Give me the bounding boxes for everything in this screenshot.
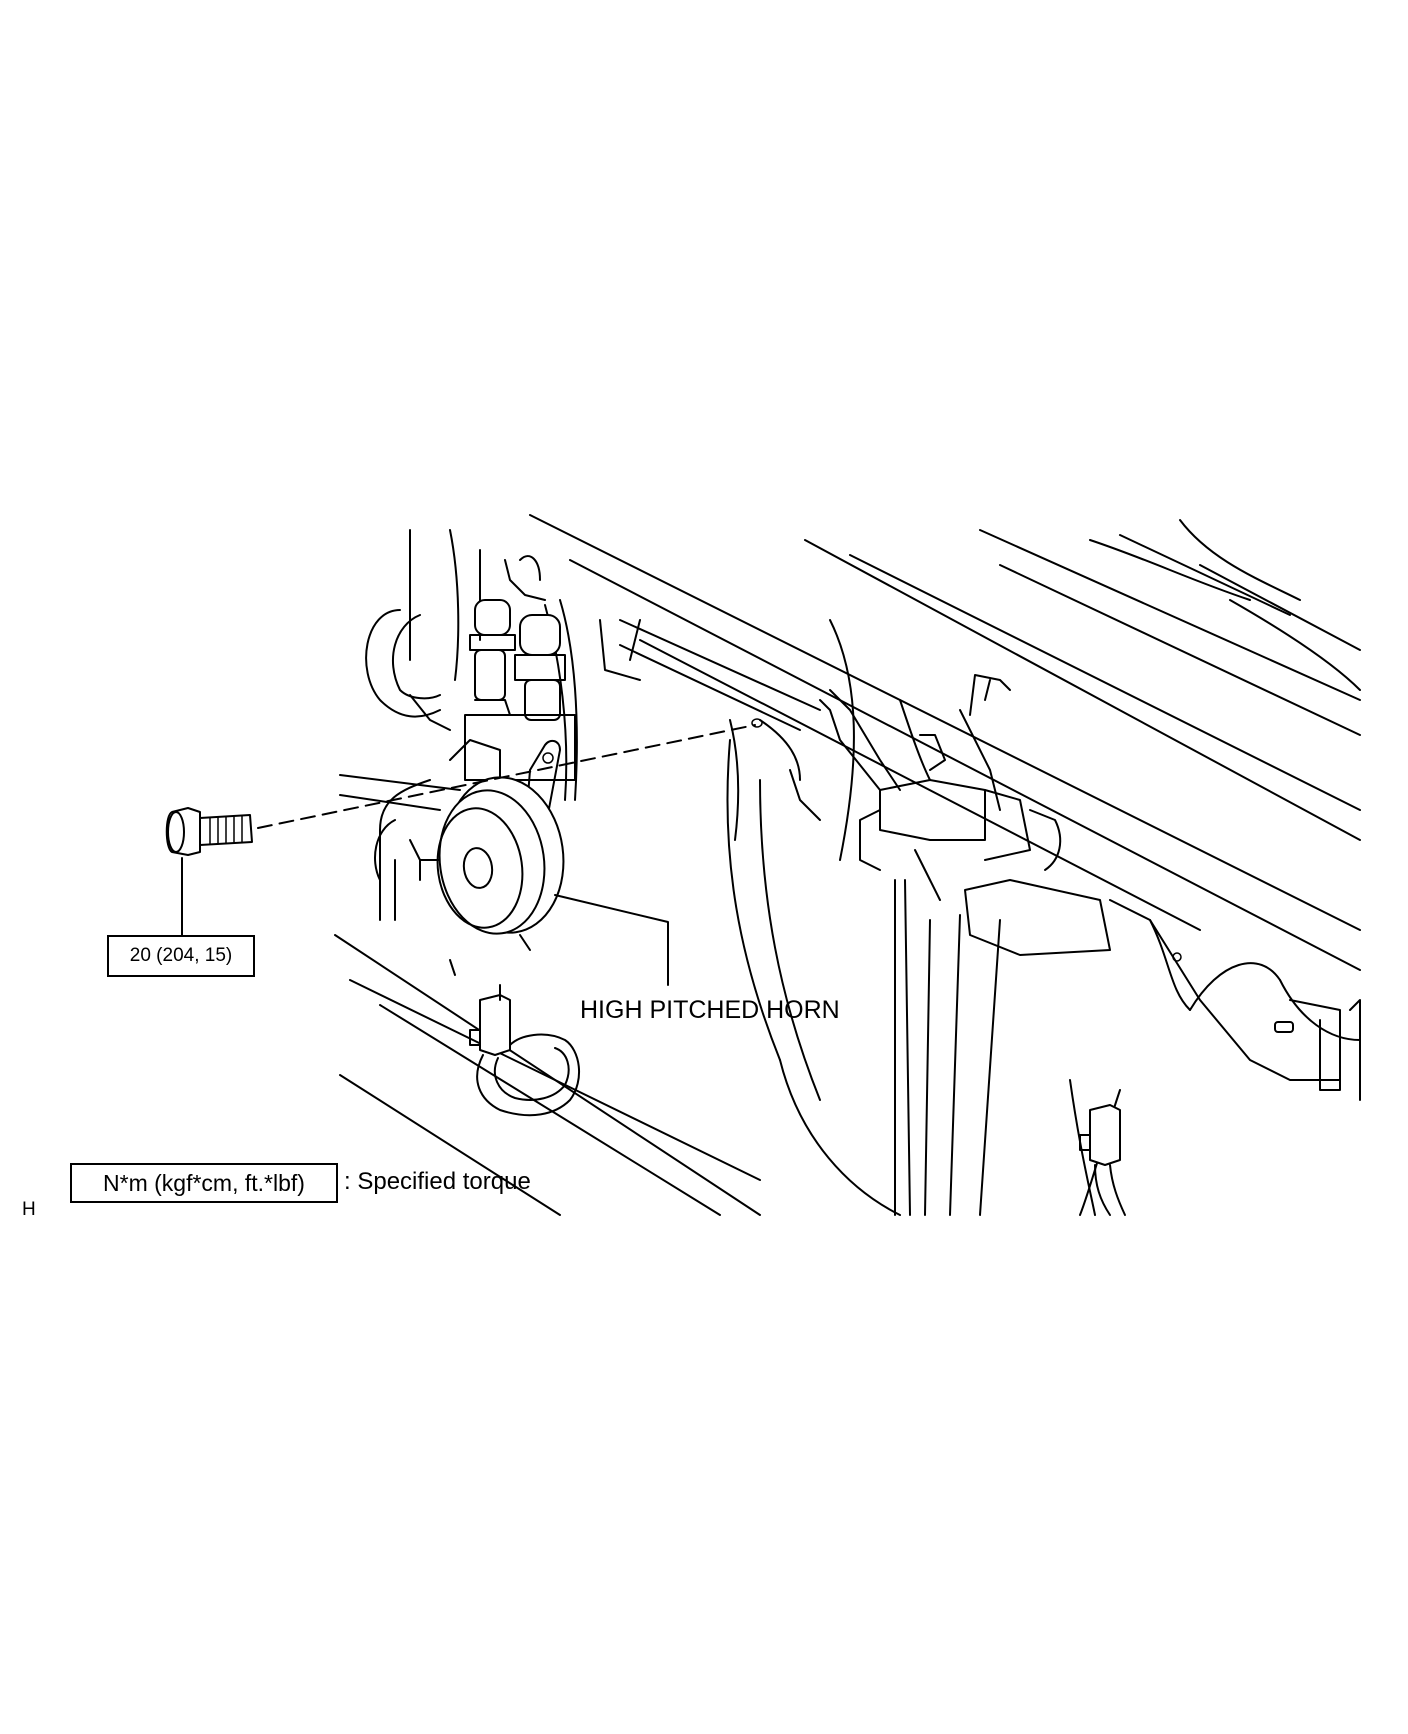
figure-code: H bbox=[22, 1199, 36, 1220]
bolt-torque-value: 20 (204, 15) bbox=[129, 945, 233, 966]
horn-bracket bbox=[524, 739, 561, 836]
support-pillars bbox=[726, 619, 1121, 1216]
legend-description: : Specified torque bbox=[344, 1168, 531, 1195]
bolt-torque-callout: 20 (204, 15) bbox=[107, 935, 255, 977]
horn-label: HIGH PITCHED HORN bbox=[580, 996, 840, 1024]
bolt bbox=[165, 807, 253, 856]
valve-assembly bbox=[339, 529, 578, 921]
high-pitched-horn bbox=[436, 776, 565, 976]
mounting-hole bbox=[751, 718, 763, 728]
upper-bracket bbox=[859, 674, 1062, 901]
horn-connector-harness bbox=[469, 984, 581, 1117]
pipes bbox=[599, 619, 901, 841]
horn-leader-line bbox=[554, 894, 669, 986]
installation-guide-line bbox=[257, 724, 756, 829]
radiator-support-structure bbox=[334, 514, 1361, 1216]
lower-reinforcement bbox=[964, 879, 1361, 1101]
torque-unit-box: N*m (kgf*cm, ft.*lbf) bbox=[70, 1163, 338, 1203]
harness-connector bbox=[1079, 1104, 1126, 1216]
torque-unit-text: N*m (kgf*cm, ft.*lbf) bbox=[103, 1169, 305, 1196]
